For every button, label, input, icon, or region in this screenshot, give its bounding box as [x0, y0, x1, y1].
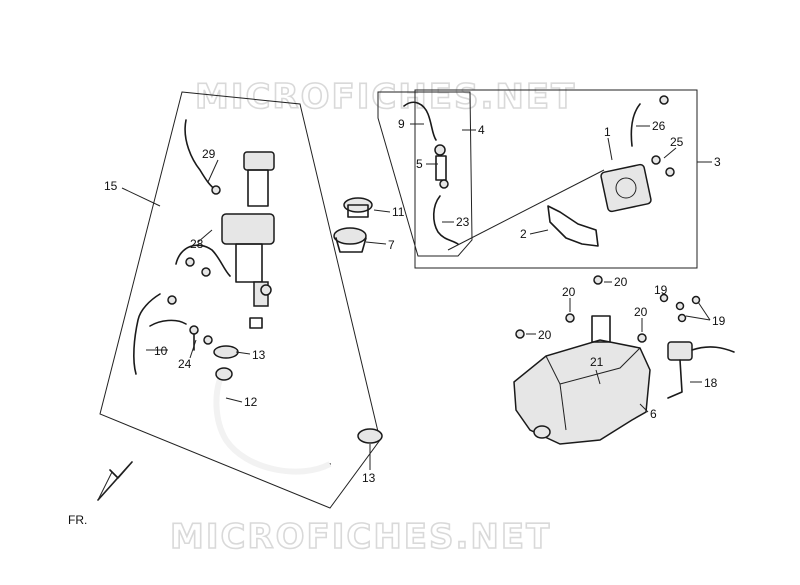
callout-19-b: 19 [712, 314, 726, 328]
part-13-clamp-upper [213, 345, 239, 359]
watermark-top: MICROFICHES.NET [195, 77, 576, 117]
group-outline-15 [99, 91, 381, 509]
callout-20-d: 20 [634, 305, 648, 319]
callout-21: 21 [590, 355, 604, 369]
part-24-bolts [189, 325, 213, 351]
part-1-pump [600, 163, 652, 213]
part-18-sensor [667, 341, 735, 399]
part-6-fuel-tank [513, 315, 651, 445]
callout-5: 5 [416, 157, 423, 171]
part-25-bolts [651, 155, 675, 177]
group-outline-3 [414, 89, 698, 269]
part-19-bolts [659, 293, 701, 323]
callout-13-lower: 13 [362, 471, 376, 485]
callout-25: 25 [670, 135, 684, 149]
callout-29: 29 [202, 147, 216, 161]
callout-4: 4 [478, 123, 485, 137]
callout-10: 10 [154, 344, 168, 358]
watermark-bottom: MICROFICHES.NET [170, 517, 551, 557]
front-direction-arrow [97, 461, 133, 501]
callout-1: 1 [604, 125, 611, 139]
callout-20-a: 20 [614, 275, 628, 289]
part-7-cap [333, 227, 367, 253]
part-5-fitting [434, 144, 449, 189]
callout-6: 6 [650, 407, 657, 421]
part-23-hose [432, 195, 459, 245]
group-outline-4 [377, 91, 473, 257]
callout-28: 28 [190, 237, 204, 251]
callout-19-a: 19 [654, 283, 668, 297]
front-direction-label: FR. [68, 513, 87, 527]
part-12-filler-hose [213, 367, 332, 475]
part-29-cable [184, 119, 221, 195]
callout-26: 26 [652, 119, 666, 133]
callout-24: 24 [178, 357, 192, 371]
part-fuel-valve-assembly [221, 151, 275, 329]
callout-3: 3 [714, 155, 721, 169]
callout-20-b: 20 [562, 285, 576, 299]
callout-23: 23 [456, 215, 470, 229]
callout-9: 9 [398, 117, 405, 131]
callout-20-c: 20 [538, 328, 552, 342]
callout-13-upper: 13 [252, 348, 266, 362]
callout-11: 11 [392, 205, 405, 219]
part-13-clamp-lower [357, 428, 383, 444]
callout-2: 2 [520, 227, 527, 241]
part-28-wiring [175, 244, 231, 277]
part-11-cap [343, 197, 373, 218]
part-20-bolts [515, 275, 647, 343]
callout-15: 15 [104, 179, 118, 193]
leader-pump [447, 169, 605, 251]
part-26-hose [630, 95, 669, 147]
callout-18: 18 [704, 376, 718, 390]
callout-12: 12 [244, 395, 258, 409]
part-9-hose [403, 101, 437, 141]
part-10-hose [133, 293, 187, 375]
callout-7: 7 [388, 238, 395, 252]
part-2-bracket [547, 205, 599, 247]
